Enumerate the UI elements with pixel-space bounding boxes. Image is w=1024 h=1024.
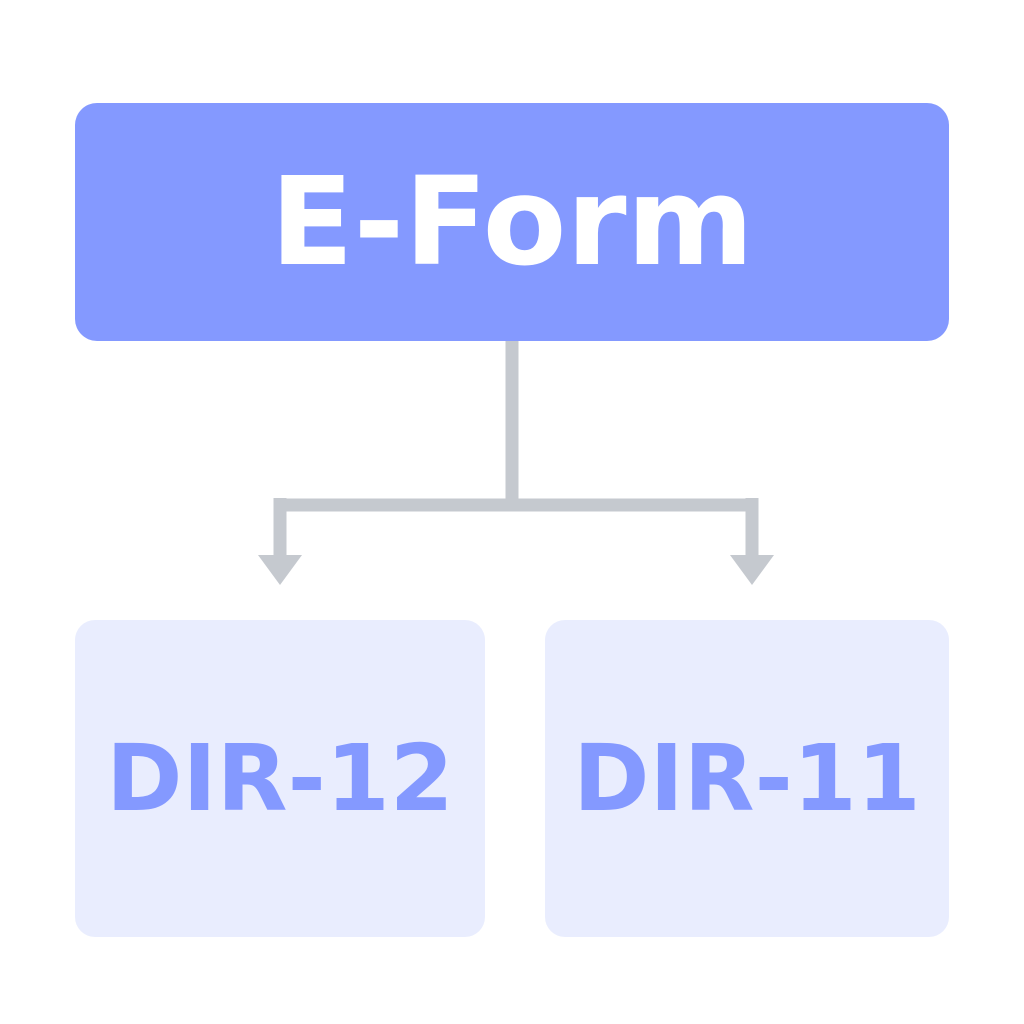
arrow-down-icon <box>730 555 774 585</box>
child-node: DIR-11 <box>545 620 949 937</box>
child-label: DIR-12 <box>106 725 454 832</box>
arrow-down-icon <box>258 555 302 585</box>
child-label: DIR-11 <box>573 725 921 832</box>
root-node: E-Form <box>75 103 949 341</box>
child-node: DIR-12 <box>75 620 485 937</box>
root-label: E-Form <box>270 151 754 293</box>
